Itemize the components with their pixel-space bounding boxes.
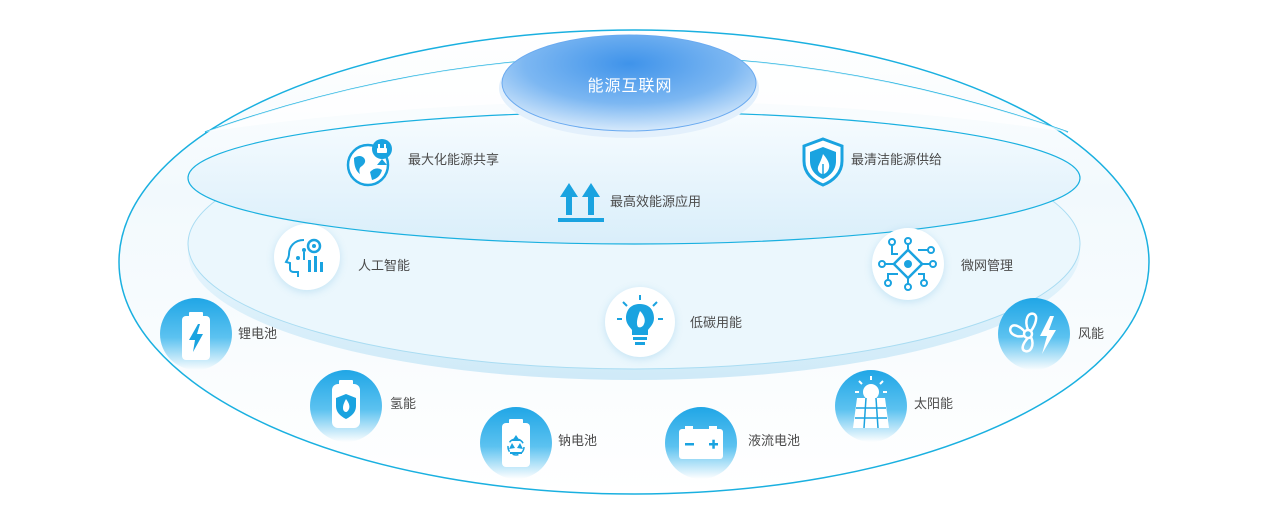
ai-head-icon <box>274 224 340 290</box>
source-solar-label: 太阳能 <box>914 397 954 412</box>
globe-plug-icon <box>344 136 398 190</box>
up-arrows-icon <box>556 181 608 225</box>
source-sodium-label: 钠电池 <box>558 434 598 449</box>
tech-microgrid-label: 微网管理 <box>961 259 1014 274</box>
solar-panel-icon <box>835 370 907 442</box>
source-hydrogen-label: 氢能 <box>390 397 417 412</box>
goal-sharing-label: 最大化能源共享 <box>408 153 500 168</box>
microgrid-chip-icon <box>872 228 944 300</box>
goal-clean-label: 最清洁能源供给 <box>851 153 943 168</box>
hub-title: 能源互联网 <box>587 76 673 95</box>
source-lithium-label: 锂电池 <box>238 327 278 342</box>
source-flow-label: 液流电池 <box>748 434 801 449</box>
tech-ai-label: 人工智能 <box>358 259 411 274</box>
tech-low-carbon-label: 低碳用能 <box>690 316 743 331</box>
source-wind-label: 风能 <box>1078 327 1105 342</box>
recycle-battery-icon <box>480 407 552 479</box>
goal-efficiency-label: 最高效能源应用 <box>610 195 702 210</box>
wind-turbine-icon <box>998 298 1070 370</box>
hydrogen-tank-icon <box>310 370 382 442</box>
shield-icon <box>800 137 846 187</box>
lithium-battery-icon <box>160 298 232 370</box>
hub-ellipse <box>501 34 757 132</box>
flow-battery-icon <box>665 407 737 479</box>
leaf-bulb-icon <box>605 287 675 357</box>
